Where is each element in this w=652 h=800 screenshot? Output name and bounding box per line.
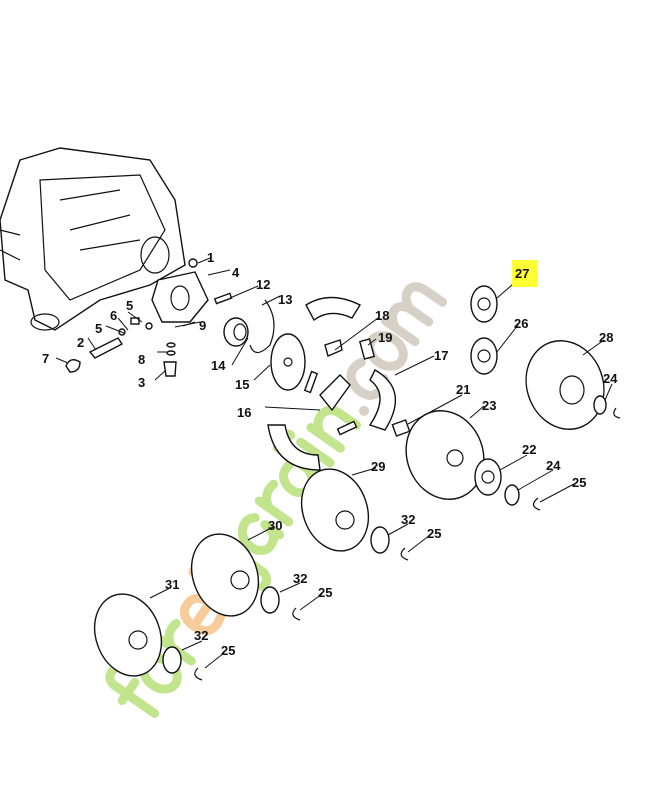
callout-24[interactable]: 24 (546, 458, 561, 473)
callout-19[interactable]: 19 (378, 330, 392, 345)
callout-1[interactable]: 1 (207, 250, 214, 265)
crankcase-housing (0, 147, 186, 331)
callout-5[interactable]: 5 (126, 298, 133, 313)
callout-15[interactable]: 15 (235, 377, 249, 392)
callout-26[interactable]: 26 (514, 316, 528, 331)
callout-31[interactable]: 31 (165, 577, 179, 592)
callout-23[interactable]: 23 (482, 398, 496, 413)
callout-29[interactable]: 29 (371, 459, 385, 474)
callout-6[interactable]: 6 (110, 308, 117, 323)
callout-25[interactable]: 25 (221, 643, 235, 658)
callout-14[interactable]: 14 (211, 358, 226, 373)
callout-32[interactable]: 32 (293, 571, 307, 586)
callout-21[interactable]: 21 (456, 382, 470, 397)
oil-pump-parts (65, 258, 275, 377)
callout-12[interactable]: 12 (256, 277, 270, 292)
highlight-marker (512, 260, 538, 287)
callout-16[interactable]: 16 (237, 405, 251, 420)
callout-18[interactable]: 18 (375, 308, 389, 323)
callout-5[interactable]: 5 (95, 321, 102, 336)
callouts: 1 4 12 13 5 6 5 9 2 8 7 3 14 15 18 19 17… (42, 250, 618, 658)
callout-8[interactable]: 8 (138, 352, 145, 367)
clutch-assembly (267, 296, 411, 471)
callout-30[interactable]: 30 (268, 518, 282, 533)
callout-25[interactable]: 25 (427, 526, 441, 541)
callout-22[interactable]: 22 (522, 442, 536, 457)
callout-2[interactable]: 2 (77, 335, 84, 350)
callout-25[interactable]: 25 (318, 585, 332, 600)
callout-32[interactable]: 32 (194, 628, 208, 643)
callout-24[interactable]: 24 (603, 371, 618, 386)
clutch-drums (93, 285, 621, 681)
callout-27[interactable]: 27 (515, 266, 529, 281)
callout-7[interactable]: 7 (42, 351, 49, 366)
callout-25[interactable]: 25 (572, 475, 586, 490)
callout-13[interactable]: 13 (278, 292, 292, 307)
callout-4[interactable]: 4 (232, 265, 240, 280)
callout-9[interactable]: 9 (199, 318, 206, 333)
callout-17[interactable]: 17 (434, 348, 448, 363)
callout-3[interactable]: 3 (138, 375, 145, 390)
callout-32[interactable]: 32 (401, 512, 415, 527)
leader-lines (55, 257, 613, 669)
callout-28[interactable]: 28 (599, 330, 613, 345)
